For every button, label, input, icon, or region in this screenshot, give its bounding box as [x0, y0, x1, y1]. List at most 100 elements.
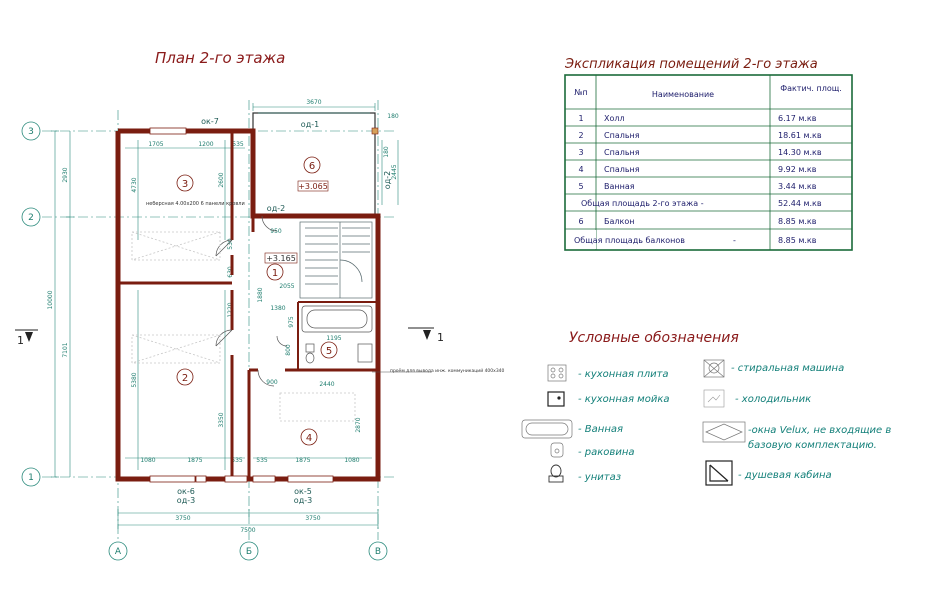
- svg-text:-окна Velux, не входящие в: -окна Velux, не входящие в: [748, 425, 891, 436]
- svg-text:2440: 2440: [319, 381, 334, 388]
- svg-text:- кухонная мойка: - кухонная мойка: [578, 394, 670, 405]
- svg-text:5: 5: [578, 182, 583, 191]
- balcony-total-value: 8.85 м.кв: [778, 236, 817, 245]
- room-label-3: 3: [176, 174, 194, 192]
- svg-text:Спальня: Спальня: [604, 148, 640, 157]
- washbasin: [357, 343, 373, 363]
- doors: [215, 215, 288, 387]
- axis-bubble-row-1: 1: [21, 467, 41, 487]
- svg-text:14.30 м.кв: 14.30 м.кв: [778, 148, 822, 157]
- bathtub-icon: [521, 419, 573, 439]
- label-ok6: ок-6: [177, 487, 195, 496]
- svg-text:180: 180: [383, 146, 390, 158]
- dim-bottom-total: 7500: [240, 527, 255, 534]
- toilet: [305, 343, 315, 364]
- svg-text:2870: 2870: [355, 417, 362, 432]
- svg-text:4: 4: [306, 433, 312, 444]
- sink-icon: [547, 391, 565, 407]
- room-label-6: 6: [303, 156, 321, 174]
- stove-icon: [547, 364, 567, 382]
- label-ok7: ок-7: [201, 117, 219, 126]
- svg-text:950: 950: [270, 228, 282, 235]
- svg-text:1: 1: [272, 268, 278, 279]
- washing-machine-icon: [703, 359, 725, 378]
- svg-text:1705: 1705: [148, 141, 163, 148]
- svg-text:3: 3: [182, 179, 188, 190]
- toilet-icon: [548, 464, 564, 483]
- svg-text:Балкон: Балкон: [604, 217, 634, 226]
- svg-text:- душевая кабина: - душевая кабина: [738, 469, 832, 481]
- plan-title: План 2-го этажа: [155, 49, 285, 67]
- svg-text:1875: 1875: [187, 457, 202, 464]
- svg-text:2445: 2445: [391, 164, 398, 179]
- axis-grid: [42, 100, 395, 540]
- dim-left-outer: 10000: [47, 290, 54, 309]
- balcony-total-label: Общая площадь балконов: [574, 236, 685, 245]
- dimension-lines: [51, 103, 399, 529]
- label-ok5: ок-5: [294, 487, 312, 496]
- svg-text:1200: 1200: [198, 141, 213, 148]
- th-name: Наименование: [652, 90, 714, 99]
- svg-text:- Ванная: - Ванная: [578, 424, 623, 435]
- svg-text:4730: 4730: [131, 177, 138, 192]
- room-label-2: 2: [176, 368, 194, 386]
- section-mark-left: 1: [15, 329, 38, 347]
- label-od2: од-2: [267, 204, 285, 213]
- svg-text:535: 535: [232, 141, 244, 148]
- svg-text:1: 1: [437, 331, 444, 344]
- explication-table: [564, 74, 853, 251]
- label-od2-side: од-2: [383, 171, 392, 189]
- dim-bottom-left: 3750: [175, 515, 190, 522]
- svg-text:базовую комплектацию.: базовую комплектацию.: [748, 439, 877, 451]
- svg-text:4: 4: [578, 165, 583, 174]
- exterior-walls: [115, 128, 381, 482]
- svg-text:Спальня: Спальня: [604, 165, 640, 174]
- label-od1: од-1: [301, 120, 319, 129]
- svg-text:5380: 5380: [131, 372, 138, 387]
- dim-top-right: 180: [387, 113, 399, 120]
- svg-text:Спальня: Спальня: [604, 131, 640, 140]
- room-label-1: 1: [266, 263, 284, 281]
- svg-text:6.17 м.кв: 6.17 м.кв: [778, 114, 817, 123]
- dim-left-inner: 7101: [62, 342, 69, 357]
- explication-title: Экспликация помещений 2-го этажа: [564, 57, 818, 72]
- svg-text:Б: Б: [246, 547, 252, 557]
- dim-left-upper: 2930: [62, 167, 69, 182]
- window-openings: [149, 127, 334, 483]
- label-od3-right: од-3: [294, 496, 312, 505]
- svg-text:2: 2: [182, 373, 188, 384]
- shaft-note: проём для вывода инж. коммуникаций 400х3…: [390, 367, 505, 374]
- svg-text:3: 3: [28, 127, 34, 137]
- level-hall: +3.165: [266, 254, 296, 263]
- total-label: Общая площадь 2-го этажа -: [581, 199, 704, 208]
- svg-text:1875: 1875: [295, 457, 310, 464]
- svg-text:2600: 2600: [218, 172, 225, 187]
- axis-bubble-col-v: В: [368, 541, 388, 561]
- svg-text:6: 6: [578, 217, 583, 226]
- label-od3-left: од-3: [177, 496, 195, 505]
- dim-top: 3670: [306, 99, 321, 106]
- shower-cabin-icon: [705, 460, 733, 486]
- total-value: 52.44 м.кв: [778, 199, 822, 208]
- legend-title: Условные обозначения: [569, 330, 739, 346]
- axis-bubble-col-b: Б: [239, 541, 259, 561]
- svg-text:В: В: [375, 547, 381, 557]
- velux-window-icon: [702, 421, 746, 443]
- svg-text:535: 535: [231, 457, 243, 464]
- axis-bubble-row-3: 3: [21, 121, 41, 141]
- svg-text:800: 800: [285, 344, 292, 356]
- svg-text:1380: 1380: [270, 305, 285, 312]
- svg-text:3350: 3350: [218, 412, 225, 427]
- axis-bubble-col-a: А: [108, 541, 128, 561]
- svg-text:1880: 1880: [257, 287, 264, 302]
- svg-text:2: 2: [28, 213, 34, 223]
- svg-text:975: 975: [288, 316, 295, 328]
- svg-text:5: 5: [326, 346, 332, 357]
- room-label-4: 4: [300, 428, 318, 446]
- svg-text:- стиральная машина: - стиральная машина: [731, 363, 844, 374]
- svg-text:900: 900: [266, 379, 278, 386]
- svg-text:18.61 м.кв: 18.61 м.кв: [778, 131, 822, 140]
- svg-text:- унитаз: - унитаз: [578, 472, 621, 483]
- svg-text:-: -: [733, 236, 736, 245]
